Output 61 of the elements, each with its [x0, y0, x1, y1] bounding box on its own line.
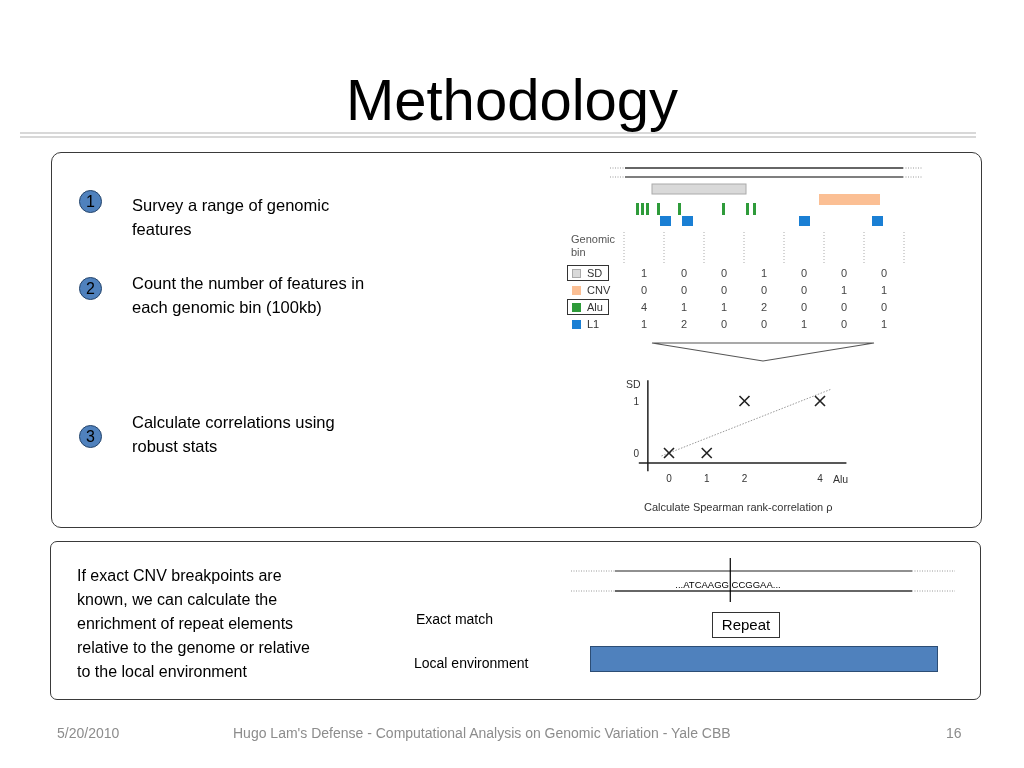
tick-label: 1: [703, 473, 710, 484]
step-text: Count the number of features in each genomic bin (100kb): [132, 273, 366, 318]
count-number: 0: [760, 283, 768, 297]
side-label: Exact match: [416, 610, 494, 628]
footer-text: Hugo Lam's Defense - Computational Analysis on Genomic Variation - Yale CBB: [233, 724, 731, 742]
rounded-panel: [50, 541, 981, 700]
count-number: 0: [800, 283, 808, 297]
count-number: 2: [680, 317, 688, 331]
count-number: 0: [800, 300, 808, 314]
row-label: Genomic bin: [571, 233, 617, 259]
count-number: 0: [760, 317, 768, 331]
count-number: 0: [880, 300, 888, 314]
count-number: 1: [680, 300, 688, 314]
count-number: 0: [720, 266, 728, 280]
legend-label: Alu: [587, 300, 603, 314]
count-number: 1: [880, 283, 888, 297]
axis-title: SD: [626, 378, 641, 390]
count-number: 1: [640, 266, 648, 280]
count-number: 0: [680, 283, 688, 297]
step-text: Survey a range of genomic features: [132, 195, 331, 240]
count-number: 1: [840, 283, 848, 297]
count-number: 0: [800, 266, 808, 280]
repeat-label-box: Repeat: [712, 612, 780, 638]
count-number: 1: [760, 266, 768, 280]
rounded-panel: [51, 152, 982, 528]
count-number: 0: [840, 300, 848, 314]
paragraph: If exact CNV breakpoints are known, we can calculate the enrichment of repeat elements relative to the genome or relative to the local environment: [77, 566, 311, 682]
count-number: 0: [880, 266, 888, 280]
funnel-triangle: [649, 340, 877, 365]
numbered-circle: 2: [79, 277, 102, 300]
count-number: 0: [840, 266, 848, 280]
sequence-text: ...ATCAAGG CCGGAA...: [675, 578, 781, 592]
region-bar: [590, 646, 938, 672]
footer-date: 5/20/2010: [57, 724, 120, 742]
count-number: 0: [720, 317, 728, 331]
count-number: 0: [680, 266, 688, 280]
axis-title: Alu: [833, 473, 849, 485]
tick-label: 1: [633, 395, 639, 407]
count-number: 1: [720, 300, 728, 314]
legend-label: CNV: [587, 283, 611, 297]
slide-title: Methodology: [345, 65, 679, 133]
tick-label: 0: [666, 473, 672, 484]
count-number: 1: [800, 317, 808, 331]
count-number: 2: [760, 300, 768, 314]
chart-caption: Calculate Spearman rank-correlation ρ: [644, 500, 833, 515]
count-number: 4: [640, 300, 648, 314]
count-number: 0: [720, 283, 728, 297]
count-number: 1: [880, 317, 888, 331]
legend-label: L1: [587, 317, 600, 331]
step-text: Calculate correlations using robust stats: [132, 412, 336, 457]
legend-label: SD: [587, 266, 603, 280]
count-number: 0: [640, 283, 648, 297]
slide-number: 16: [946, 724, 962, 742]
tick-label: 2: [741, 473, 748, 484]
numbered-circle: 1: [79, 190, 102, 213]
count-number: 1: [640, 317, 648, 331]
tick-label: 0: [633, 447, 639, 459]
numbered-circle: 3: [79, 425, 102, 448]
tick-label: 4: [817, 473, 823, 484]
side-label: Local environment: [414, 654, 529, 672]
count-number: 0: [840, 317, 848, 331]
